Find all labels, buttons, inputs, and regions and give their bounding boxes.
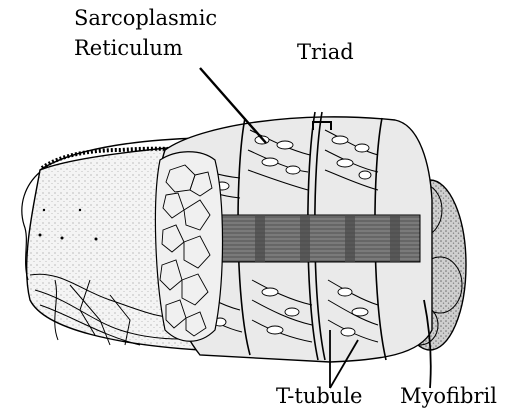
sarcoplasmic-reticulum-label-line1: Sarcoplasmic — [74, 6, 217, 30]
t-tubule-label: T-tubule — [276, 384, 362, 408]
myofibril-label: Myofibril — [400, 384, 497, 408]
sarcoplasmic-reticulum-label-line2: Reticulum — [74, 36, 183, 60]
sarcoplasmic-reticulum-network — [155, 112, 432, 362]
triad-label: Triad — [297, 40, 354, 64]
